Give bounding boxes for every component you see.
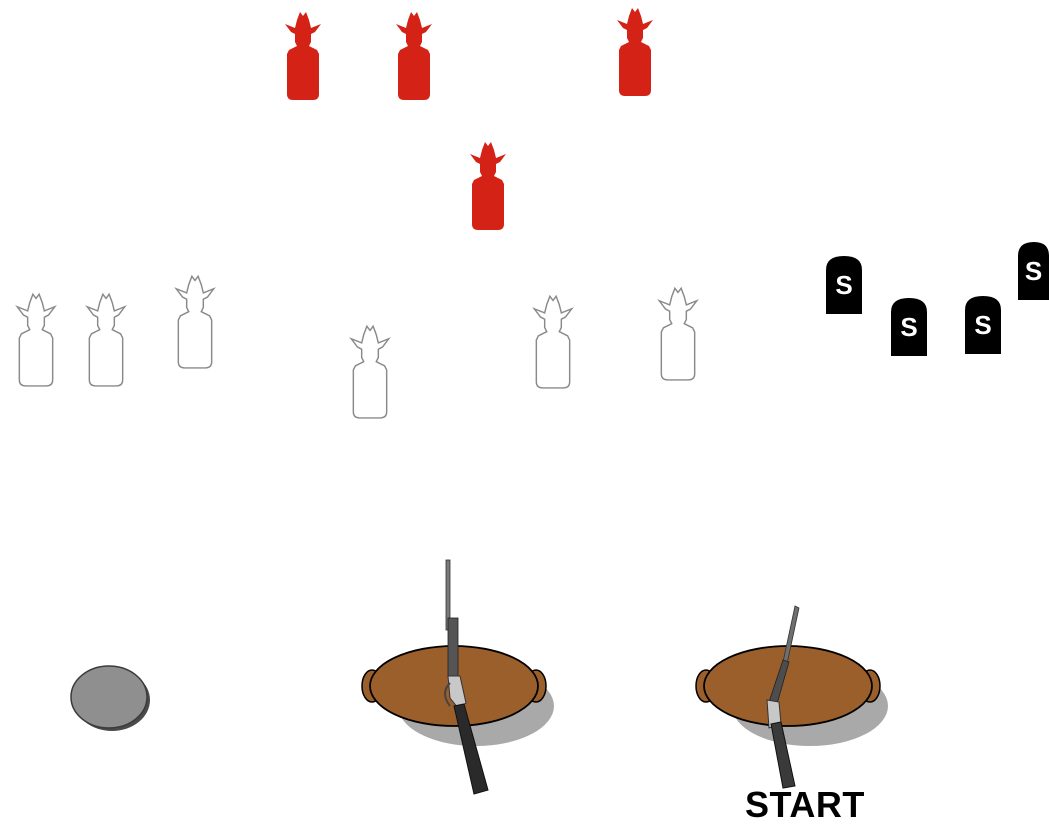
steel-sign-plate-icon <box>826 256 862 314</box>
steel-sign-letter: S <box>974 310 992 340</box>
steel-sign-letter: S <box>1024 256 1043 286</box>
rifle-1 <box>436 558 496 798</box>
cowboy-silhouette-target-outline-icon <box>165 270 225 370</box>
white-target-5 <box>523 290 583 390</box>
white-target-4 <box>340 320 400 420</box>
cowboy-silhouette-target-outline-icon <box>648 282 708 382</box>
red-target-1 <box>273 6 333 102</box>
cowboy-silhouette-target-outline-icon <box>523 290 583 390</box>
white-target-2 <box>76 288 136 388</box>
white-target-6 <box>648 282 708 382</box>
steel-sign-3: S <box>965 296 1001 354</box>
red-target-3 <box>605 2 665 98</box>
steel-sign-4: S <box>1018 242 1049 300</box>
cowboy-silhouette-target-icon <box>384 6 444 102</box>
cowboy-silhouette-target-outline-icon <box>76 288 136 388</box>
rifle-icon <box>444 559 489 795</box>
steel-sign-letter: S <box>900 312 918 342</box>
steel-sign-plate-icon <box>891 298 927 356</box>
white-target-3 <box>165 270 225 370</box>
round-disk-icon <box>70 665 150 731</box>
steel-sign-letter: S <box>835 270 853 300</box>
steel-sign-plate-icon <box>965 296 1001 354</box>
round-disk <box>68 662 154 732</box>
rifle-icon <box>766 605 800 789</box>
cowboy-silhouette-target-outline-icon <box>340 320 400 420</box>
red-target-2 <box>384 6 444 102</box>
cowboy-silhouette-target-icon <box>458 136 518 232</box>
steel-sign-plate-icon <box>1018 242 1049 300</box>
cowboy-silhouette-target-outline-icon <box>6 288 66 388</box>
red-target-4 <box>458 136 518 232</box>
rifle-2 <box>755 604 805 790</box>
cowboy-silhouette-target-icon <box>273 6 333 102</box>
steel-sign-1: S <box>826 256 862 314</box>
cowboy-silhouette-target-icon <box>605 2 665 98</box>
white-target-1 <box>6 288 66 388</box>
steel-sign-2: S <box>891 298 927 356</box>
start-label: START <box>745 784 865 825</box>
